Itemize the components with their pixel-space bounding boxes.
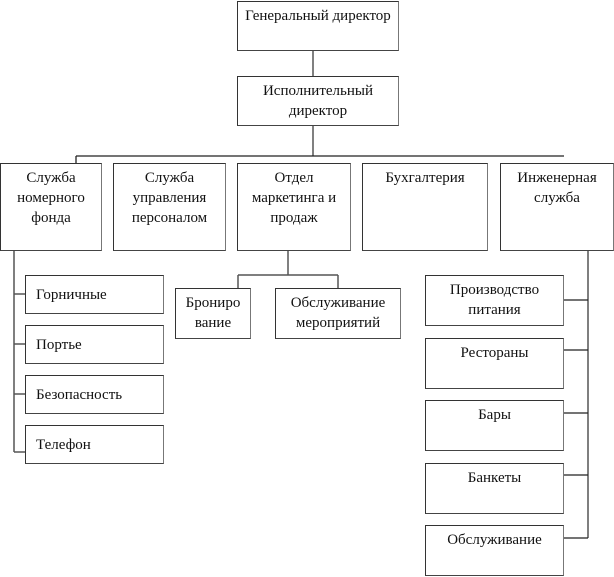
node-accounting: Бухгалтерия [362,163,488,251]
node-label: Обслуживание мероприятий [290,295,386,331]
node-executive-director: Исполнительный директор [237,76,399,126]
node-events-service: Обслуживание мероприятий [275,288,401,339]
node-label: Служба управления персоналом [131,170,208,226]
node-label: Обслуживание [447,532,542,548]
node-label: Телефон [36,436,91,453]
node-security: Безопасность [25,375,164,414]
node-label: Бары [478,407,511,423]
node-label: Бухгалтерия [385,170,465,186]
node-label: Банкеты [467,470,522,486]
node-label: Производство питания [449,282,540,318]
node-hr-service: Служба управления персоналом [113,163,226,251]
node-label: Безопасность [36,386,123,403]
node-label: Рестораны [460,345,529,361]
node-label: Исполнительный директор [262,83,374,119]
node-bars: Бары [425,400,564,451]
node-general-director: Генеральный директор [237,1,399,51]
node-label: Служба номерного фонда [17,170,85,226]
node-label: Генеральный директор [245,8,391,24]
node-booking: Брониро вание [175,288,251,339]
node-engineering: Инженерная служба [500,163,614,251]
node-porter: Портье [25,325,164,364]
node-marketing-sales: Отдел маркетинга и продаж [237,163,351,251]
node-telephone: Телефон [25,425,164,464]
node-banquets: Банкеты [425,463,564,514]
node-service: Обслуживание [425,525,564,576]
node-food-production: Производство питания [425,275,564,326]
node-label: Инженерная служба [517,170,597,206]
node-label: Горничные [36,286,107,303]
node-label: Портье [36,336,82,353]
node-restaurants: Рестораны [425,338,564,389]
node-rooms-division: Служба номерного фонда [0,163,102,251]
node-label: Отдел маркетинга и продаж [251,170,337,226]
node-label: Брониро вание [185,295,241,331]
node-housekeeping: Горничные [25,275,164,314]
